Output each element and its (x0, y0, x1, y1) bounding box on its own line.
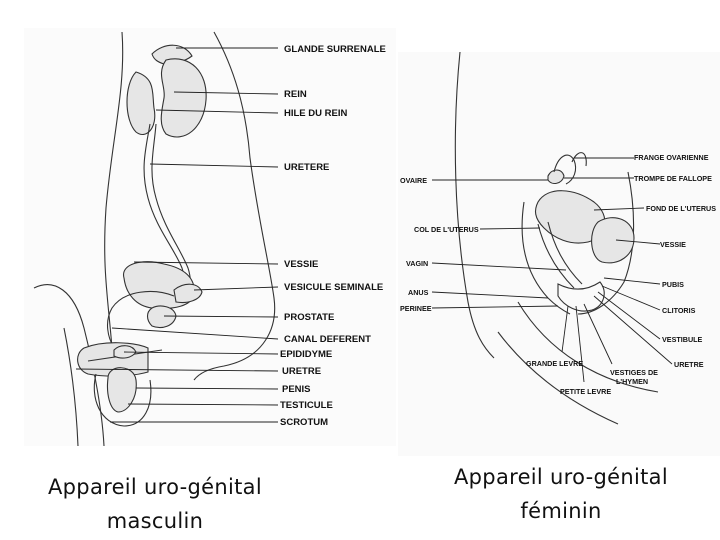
leader-clitoris (601, 285, 661, 311)
kidney-right (160, 58, 207, 138)
label-pubis: PUBIS (662, 280, 684, 289)
scrotum (93, 373, 152, 427)
label-scrotum: SCROTUM (280, 417, 328, 428)
leader-vestibule (597, 291, 661, 340)
bladder-female (591, 217, 635, 264)
female-caption: Appareil uro-génital féminin (420, 460, 702, 528)
label-vestibule: VESTIBULE (662, 335, 703, 344)
male-diagram: GLANDE SURRENALE REIN HILE DU REIN URETE… (24, 28, 396, 446)
label-frange-ovarienne: FRANGE OVARIENNE (634, 153, 709, 162)
label-uretre: URETRE (282, 366, 321, 377)
vagina (537, 221, 583, 289)
female-caption-line2: féminin (520, 499, 602, 523)
uterus (534, 190, 606, 244)
leader-vessie-f (615, 239, 661, 245)
ovary (547, 169, 565, 185)
label-vestiges-line2: L'HYMEN (616, 377, 648, 386)
label-ovaire: OVAIRE (400, 176, 427, 185)
kidney-left (126, 71, 156, 135)
label-prostate: PROSTATE (284, 312, 334, 323)
leader-hile-du-rein (155, 109, 279, 114)
male-caption: Appareil uro-génital masculin (14, 470, 296, 538)
label-grande-levre: GRANDE LEVRE (526, 359, 583, 368)
leader-penis (135, 387, 279, 390)
leader-vestiges (583, 303, 613, 365)
label-vagin: VAGIN (406, 259, 428, 268)
label-vestiges-line1: VESTIGES DE (610, 368, 658, 377)
label-clitoris: CLITORIS (662, 306, 696, 315)
label-glande-surrenale: GLANDE SURRENALE (284, 44, 386, 55)
male-body-outline (104, 31, 276, 381)
label-vessie-f: VESSIE (660, 240, 686, 249)
leader-petite-levre (575, 305, 585, 383)
leader-canal-deferent (111, 327, 279, 340)
vulva (557, 281, 605, 312)
rectum (521, 201, 571, 315)
label-testicule: TESTICULE (280, 400, 333, 411)
female-diagram: FRANGE OVARIENNE TROMPE DE FALLOPE FOND … (398, 52, 720, 456)
male-diagram-svg: GLANDE SURRENALE REIN HILE DU REIN URETE… (33, 31, 386, 446)
leader-prostate (163, 315, 279, 318)
label-petite-levre: PETITE LEVRE (560, 387, 611, 396)
testis (106, 367, 137, 413)
leader-perinee (431, 305, 559, 309)
label-penis: PENIS (282, 384, 311, 395)
label-epididyme: EPIDIDYME (280, 349, 332, 360)
label-perinee: PERINEE (400, 304, 432, 313)
leader-uretre (75, 368, 279, 372)
leader-pubis (603, 277, 661, 285)
leader-vagin (431, 262, 567, 271)
label-fond-de-luterus: FOND DE L'UTERUS (646, 204, 716, 213)
leader-uretere (149, 163, 279, 168)
label-vessie: VESSIE (284, 259, 318, 270)
leader-grande-levre (561, 305, 569, 353)
leader-fond-de-luterus (593, 207, 645, 211)
leader-epididyme (123, 351, 279, 355)
prostate (146, 305, 177, 329)
male-caption-line2: masculin (106, 509, 204, 533)
label-anus: ANUS (408, 288, 429, 297)
leader-rein (173, 91, 279, 95)
female-body-outline (454, 52, 635, 359)
label-trompe-de-fallope: TROMPE DE FALLOPE (634, 174, 712, 183)
leader-anus (431, 291, 549, 299)
seminal-vesicle (173, 283, 203, 304)
female-thigh-outline (497, 301, 659, 425)
label-col-de-luterus: COL DE L'UTERUS (414, 225, 479, 234)
label-uretre-f: URETRE (674, 360, 704, 369)
leader-col-de-luterus (479, 227, 541, 230)
fallopian-tube (553, 152, 587, 185)
label-rein: REIN (284, 89, 307, 100)
leader-vesicule-seminale (193, 286, 279, 291)
male-caption-line1: Appareil uro-génital (48, 475, 262, 499)
label-uretere: URETERE (284, 162, 329, 173)
label-canal-deferent: CANAL DEFERENT (284, 334, 371, 345)
vas-deferens (106, 291, 175, 349)
label-hile-du-rein: HILE DU REIN (284, 108, 347, 119)
female-caption-line1: Appareil uro-génital (454, 465, 668, 489)
label-vesicule-seminale: VESICULE SEMINALE (284, 282, 383, 293)
leader-vessie (133, 261, 279, 265)
female-diagram-svg: FRANGE OVARIENNE TROMPE DE FALLOPE FOND … (400, 52, 716, 425)
leader-testicule (127, 403, 279, 406)
leader-uretre-f (593, 295, 673, 365)
